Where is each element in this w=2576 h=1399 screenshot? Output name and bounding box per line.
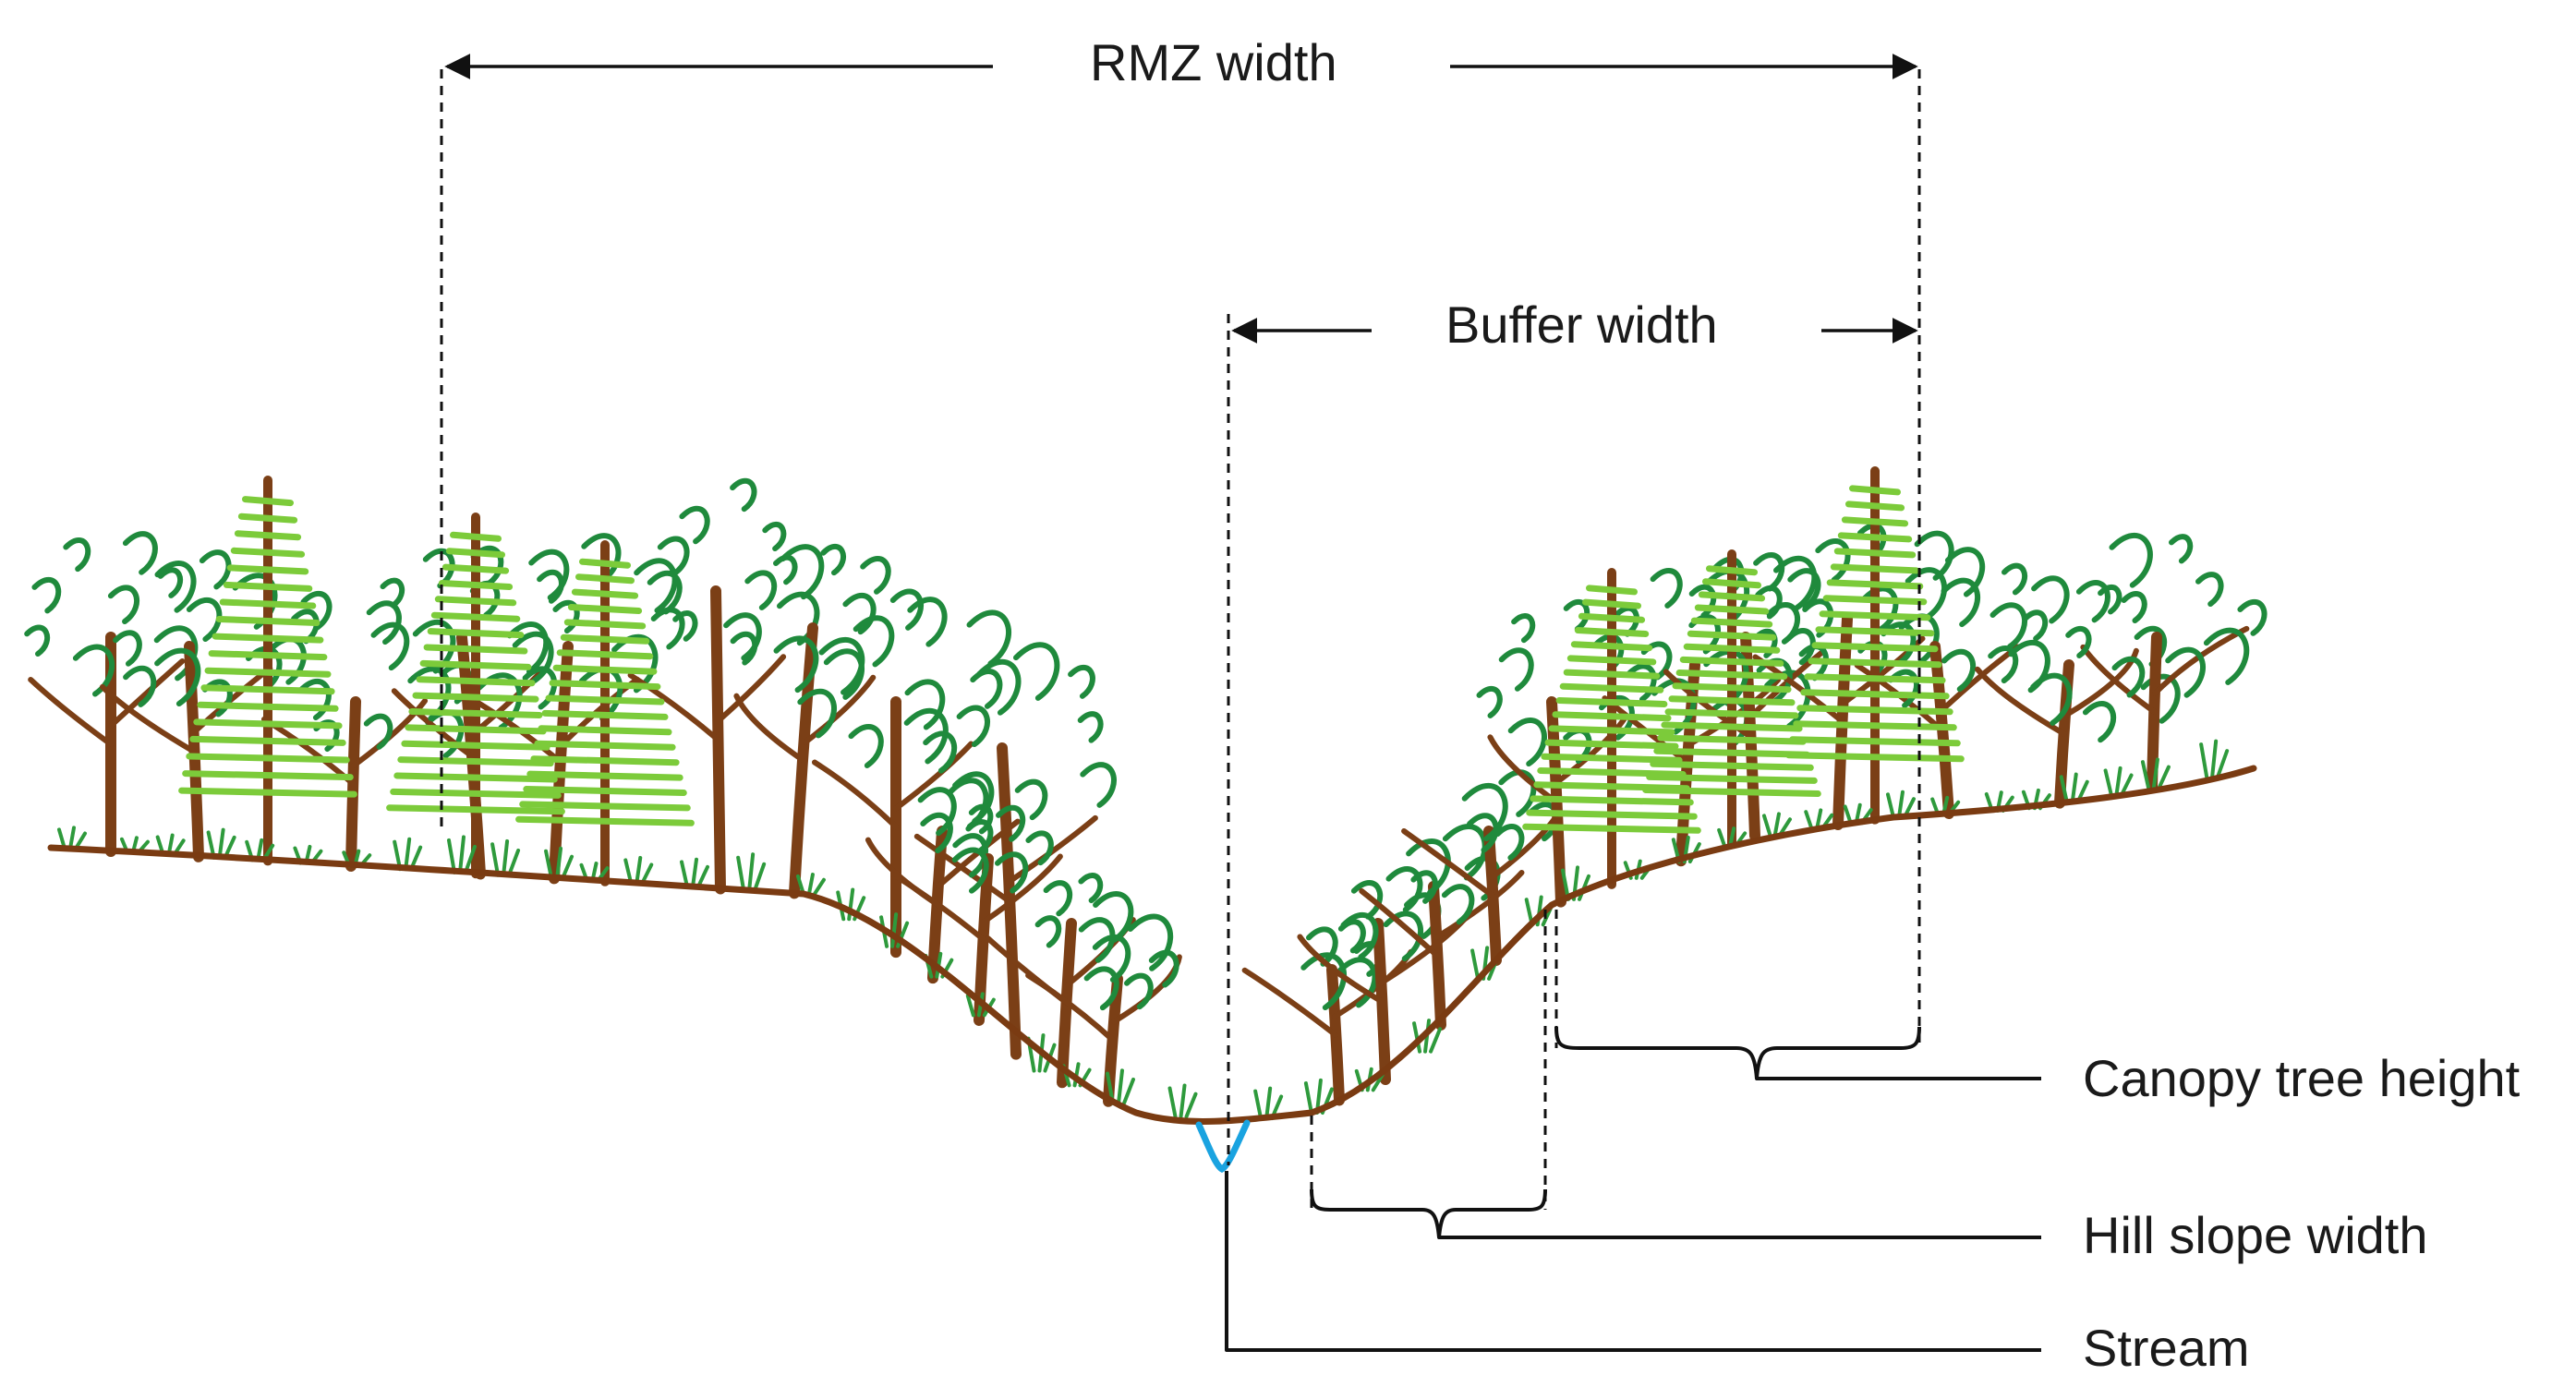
grass-layer [57,739,2230,1121]
conifer-tree [1642,549,1821,849]
dimension-arrows [444,54,1918,344]
rmz-width-label: RMZ width [1090,33,1337,91]
conifer-tree [1785,466,1965,825]
canopy-tree-height-label: Canopy tree height [2083,1049,2521,1107]
grass-tuft [680,857,710,889]
conifer-tree [386,513,565,879]
conifer-tree [515,540,695,886]
grass-tuft [1761,812,1792,836]
tree-foliage [797,592,1022,768]
tree-trunk [1359,870,1525,1031]
braces [1225,1026,2041,1352]
grass-tuft [490,838,521,877]
grass-tuft [446,835,477,874]
tree-layer [24,466,2268,1107]
tree-trunk [1025,954,1182,1107]
conifer-tree [1522,568,1701,889]
tree-foliage [2065,532,2268,698]
canopy-brace [1554,1026,1921,1080]
hill-brace [1310,1188,1547,1239]
stream-leader [1225,1171,2041,1352]
tree-trunk [28,632,186,857]
tree-trunk [627,585,787,895]
tree-foliage [24,531,223,707]
tree-trunk [2080,625,2250,792]
grass-tuft [736,852,767,893]
stream-label: Stream [2083,1319,2250,1377]
tree-foliage [951,804,1054,894]
buffer-width-label: Buffer width [1445,295,1718,354]
hill-slope-width-label: Hill slope width [2083,1206,2428,1264]
tree-foliage [1083,913,1179,1011]
tree-foliage [904,642,1117,825]
ground-profile [47,765,2257,1125]
guide-lines [440,69,1921,1210]
grass-tuft [2140,757,2171,790]
tree-foliage [723,544,924,700]
grass-tuft [1167,1083,1198,1119]
tree-foliage [1034,873,1134,963]
conifer-tree [178,476,357,866]
tree-foliage [917,778,994,878]
grass-tuft [2103,766,2134,796]
stream-channel [1195,1119,1251,1174]
tree-foliage [1476,599,1657,767]
grass-tuft [544,846,574,881]
grass-tuft [2199,739,2230,779]
tree-foliage [647,478,820,666]
tree-trunk [733,622,877,899]
